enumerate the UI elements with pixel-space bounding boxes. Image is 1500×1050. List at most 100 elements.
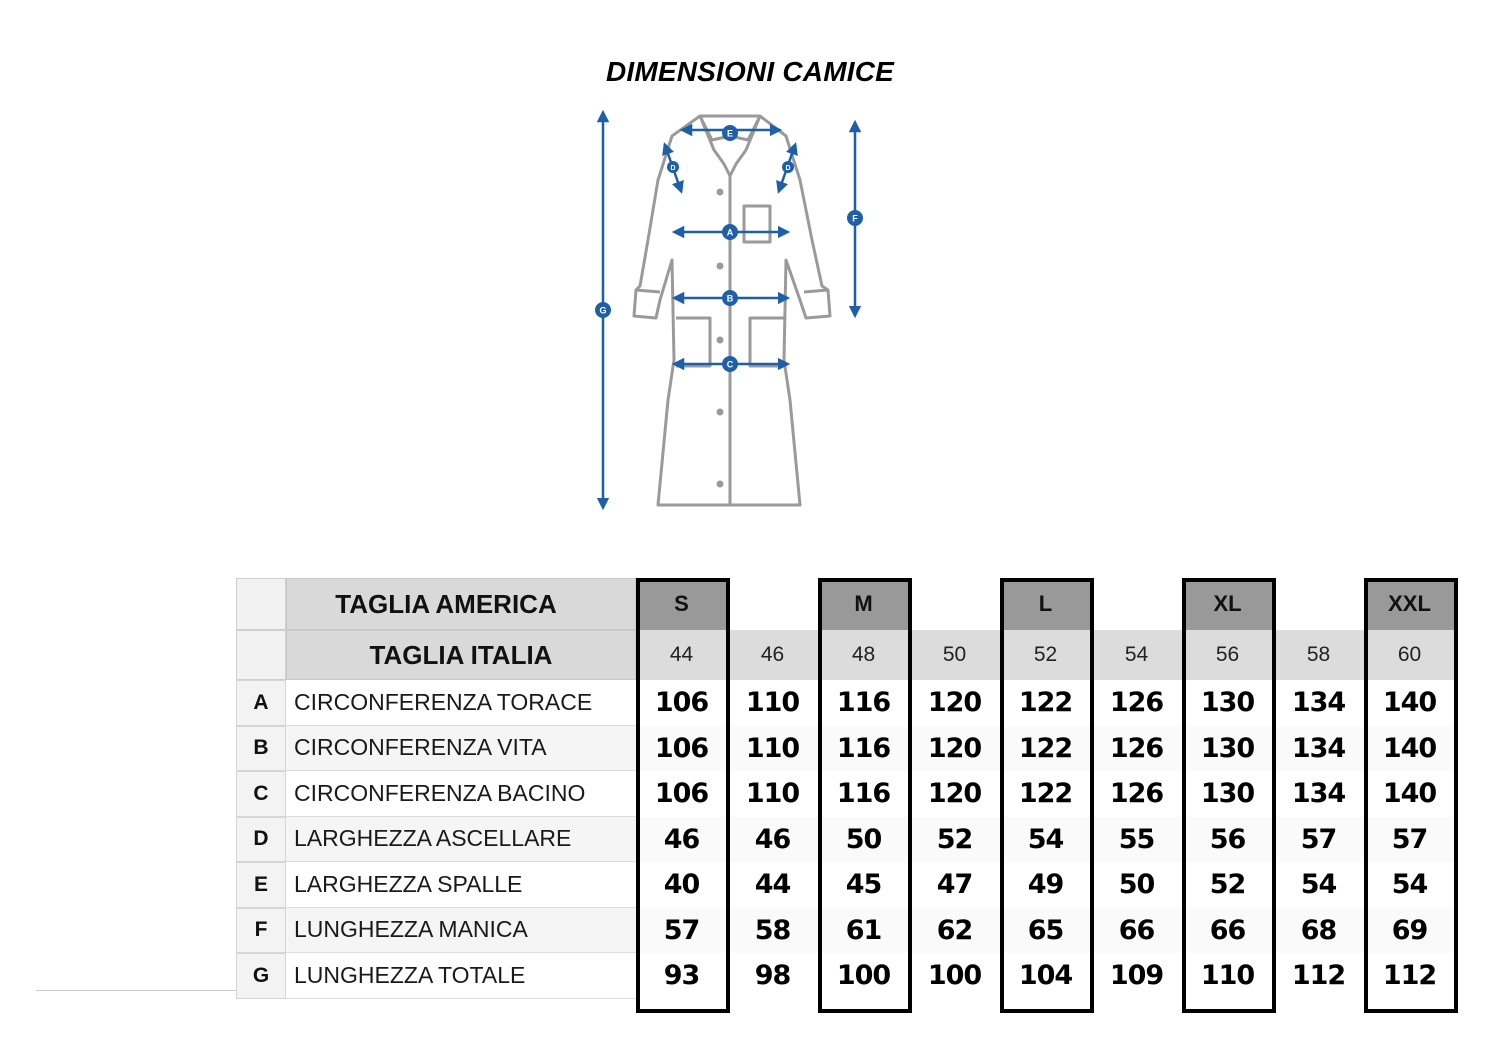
- value-cell: 110: [1200, 960, 1255, 992]
- row-label: CIRCONFERENZA VITA: [286, 725, 636, 771]
- row-label: LARGHEZZA SPALLE: [286, 862, 636, 908]
- value-cell: 130: [1200, 687, 1255, 719]
- row-label: CIRCONFERENZA TORACE: [286, 680, 636, 726]
- value-cell: 100: [927, 960, 982, 992]
- value-cell: 52: [1209, 869, 1247, 901]
- coat-buttons: [716, 188, 724, 488]
- coat-outline: [632, 114, 832, 507]
- value-cell: 120: [927, 687, 982, 719]
- it-size-cell: 52: [1000, 630, 1091, 680]
- value-cell: 106: [654, 778, 709, 810]
- measure-badge-c: C: [722, 356, 738, 372]
- value-cell: 49: [1027, 869, 1065, 901]
- value-cell: 98: [754, 960, 792, 992]
- value-cell: 120: [927, 778, 982, 810]
- us-size-cell: [909, 578, 1000, 630]
- us-size-cell: XL: [1182, 578, 1273, 630]
- row-letter: A: [236, 680, 286, 726]
- row-letter: F: [236, 907, 286, 953]
- it-size-cell: 60: [1364, 630, 1455, 680]
- measure-badge-a: A: [722, 224, 738, 240]
- value-cell: 69: [1364, 907, 1455, 953]
- us-size-header-label: TAGLIA AMERICA: [286, 578, 636, 630]
- it-size-header-label: TAGLIA ITALIA: [286, 630, 636, 680]
- row-label: LUNGHEZZA MANICA: [286, 907, 636, 953]
- value-cell: 65: [1000, 907, 1091, 953]
- value-cell: 134: [1273, 725, 1364, 771]
- us-size-cell: L: [1000, 578, 1091, 630]
- value-cell: 54: [1000, 816, 1091, 862]
- svg-text:C: C: [727, 360, 734, 370]
- value-cell: 116: [818, 725, 909, 771]
- value-cell: 109: [1109, 960, 1164, 992]
- it-size-cell: 58: [1273, 630, 1364, 680]
- value-cell: 40: [663, 869, 701, 901]
- value-cell: 120: [909, 725, 1000, 771]
- value-cell: 44: [754, 869, 792, 901]
- value-cell: 104: [1018, 960, 1073, 992]
- us-size-cell: XXL: [1364, 578, 1455, 630]
- measure-badge-f: F: [847, 210, 863, 226]
- page-title: DIMENSIONI CAMICE: [605, 56, 895, 87]
- row-label: LUNGHEZZA TOTALE: [286, 953, 636, 999]
- value-cell: 140: [1382, 778, 1437, 810]
- value-cell: 57: [1273, 816, 1364, 862]
- svg-text:F: F: [852, 214, 858, 224]
- value-cell: 66: [1182, 907, 1273, 953]
- row-letter: E: [236, 862, 286, 908]
- value-cell: 106: [654, 687, 709, 719]
- it-size-cell: 44: [636, 630, 727, 680]
- value-cell: 134: [1291, 687, 1346, 719]
- value-cell: 57: [636, 907, 727, 953]
- svg-text:D: D: [785, 165, 790, 172]
- value-cell: 122: [1018, 687, 1073, 719]
- value-cell: 93: [663, 960, 701, 992]
- value-cell: 47: [936, 869, 974, 901]
- it-size-cell: 50: [909, 630, 1000, 680]
- row-letter: D: [236, 816, 286, 862]
- row-label: CIRCONFERENZA BACINO: [286, 771, 636, 817]
- it-size-cell: 54: [1091, 630, 1182, 680]
- it-size-cell: 48: [818, 630, 909, 680]
- value-cell: 45: [845, 869, 883, 901]
- row-letter: B: [236, 725, 286, 771]
- value-cell: 50: [1118, 869, 1156, 901]
- value-cell: 116: [836, 778, 891, 810]
- it-size-cell: 56: [1182, 630, 1273, 680]
- row-label: LARGHEZZA ASCELLARE: [286, 816, 636, 862]
- value-cell: 122: [1018, 778, 1073, 810]
- value-cell: 46: [727, 816, 818, 862]
- value-cell: 126: [1109, 778, 1164, 810]
- value-cell: 126: [1109, 687, 1164, 719]
- value-cell: 130: [1200, 778, 1255, 810]
- value-cell: 56: [1182, 816, 1273, 862]
- it-size-cell: 46: [727, 630, 818, 680]
- value-cell: 66: [1091, 907, 1182, 953]
- value-cell: 110: [745, 687, 800, 719]
- header-corner-top: [236, 578, 286, 630]
- row-letter: C: [236, 771, 286, 817]
- value-cell: 110: [727, 725, 818, 771]
- value-cell: 54: [1300, 869, 1338, 901]
- value-cell: 106: [636, 725, 727, 771]
- footer-divider: [36, 990, 236, 991]
- measure-badge-b: B: [722, 290, 738, 306]
- value-cell: 68: [1273, 907, 1364, 953]
- svg-text:D: D: [670, 165, 675, 172]
- value-cell: 100: [836, 960, 891, 992]
- value-cell: 61: [818, 907, 909, 953]
- value-cell: 55: [1091, 816, 1182, 862]
- measure-badge-d-right: D: [782, 161, 794, 173]
- svg-text:E: E: [727, 129, 733, 139]
- lab-coat-diagram: E D D F A B C G: [595, 109, 863, 511]
- value-cell: 112: [1382, 960, 1437, 992]
- header-corner-bottom: [236, 630, 286, 680]
- value-cell: 140: [1382, 687, 1437, 719]
- value-cell: 58: [727, 907, 818, 953]
- svg-text:B: B: [727, 294, 734, 304]
- value-cell: 46: [636, 816, 727, 862]
- value-cell: 112: [1291, 960, 1346, 992]
- us-size-cell: S: [636, 578, 727, 630]
- svg-text:A: A: [727, 228, 734, 238]
